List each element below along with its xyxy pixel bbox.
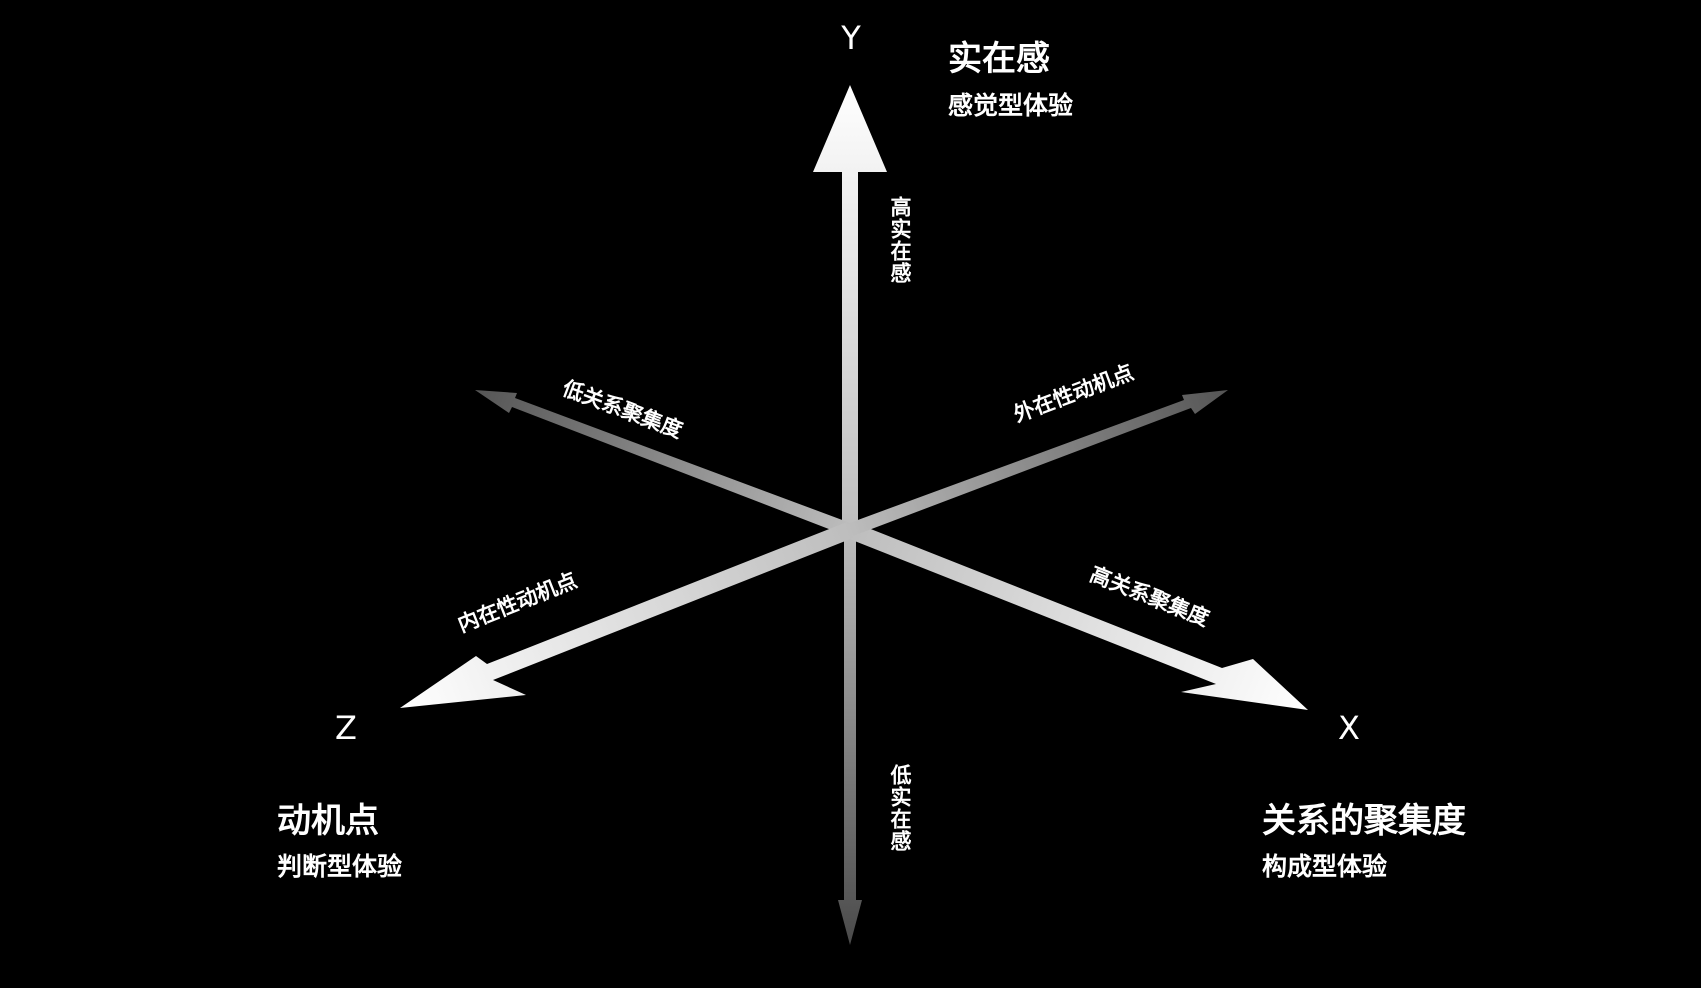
z-low-arrow	[847, 390, 1228, 536]
z-high-label: 内在性动机点	[454, 568, 580, 637]
x-low-arrow	[475, 390, 853, 536]
y-axis-title: 实在感	[948, 39, 1050, 79]
y-low-label: 低实在感	[888, 763, 913, 852]
z-axis-subtitle: 判断型体验	[277, 852, 402, 881]
y-axis-subtitle: 感觉型体验	[948, 91, 1073, 120]
y-low-arrow	[838, 530, 862, 945]
y-axis-letter: Y	[840, 19, 861, 57]
z-axis-letter: Z	[335, 709, 357, 747]
y-high-label: 高实在感	[888, 195, 912, 284]
arrows	[400, 85, 1308, 945]
x-high-label: 高关系聚集度	[1087, 562, 1213, 631]
z-low-label: 外在性动机点	[1010, 360, 1136, 427]
x-high-arrow	[847, 522, 1308, 710]
x-axis-title: 关系的聚集度	[1262, 801, 1466, 841]
z-axis-title: 动机点	[277, 801, 379, 841]
x-low-label: 低关系聚集度	[558, 376, 685, 443]
x-axis-subtitle: 构成型体验	[1262, 852, 1387, 881]
z-high-arrow	[400, 522, 853, 708]
y-high-arrow	[813, 85, 887, 530]
x-axis-letter: X	[1338, 709, 1360, 747]
